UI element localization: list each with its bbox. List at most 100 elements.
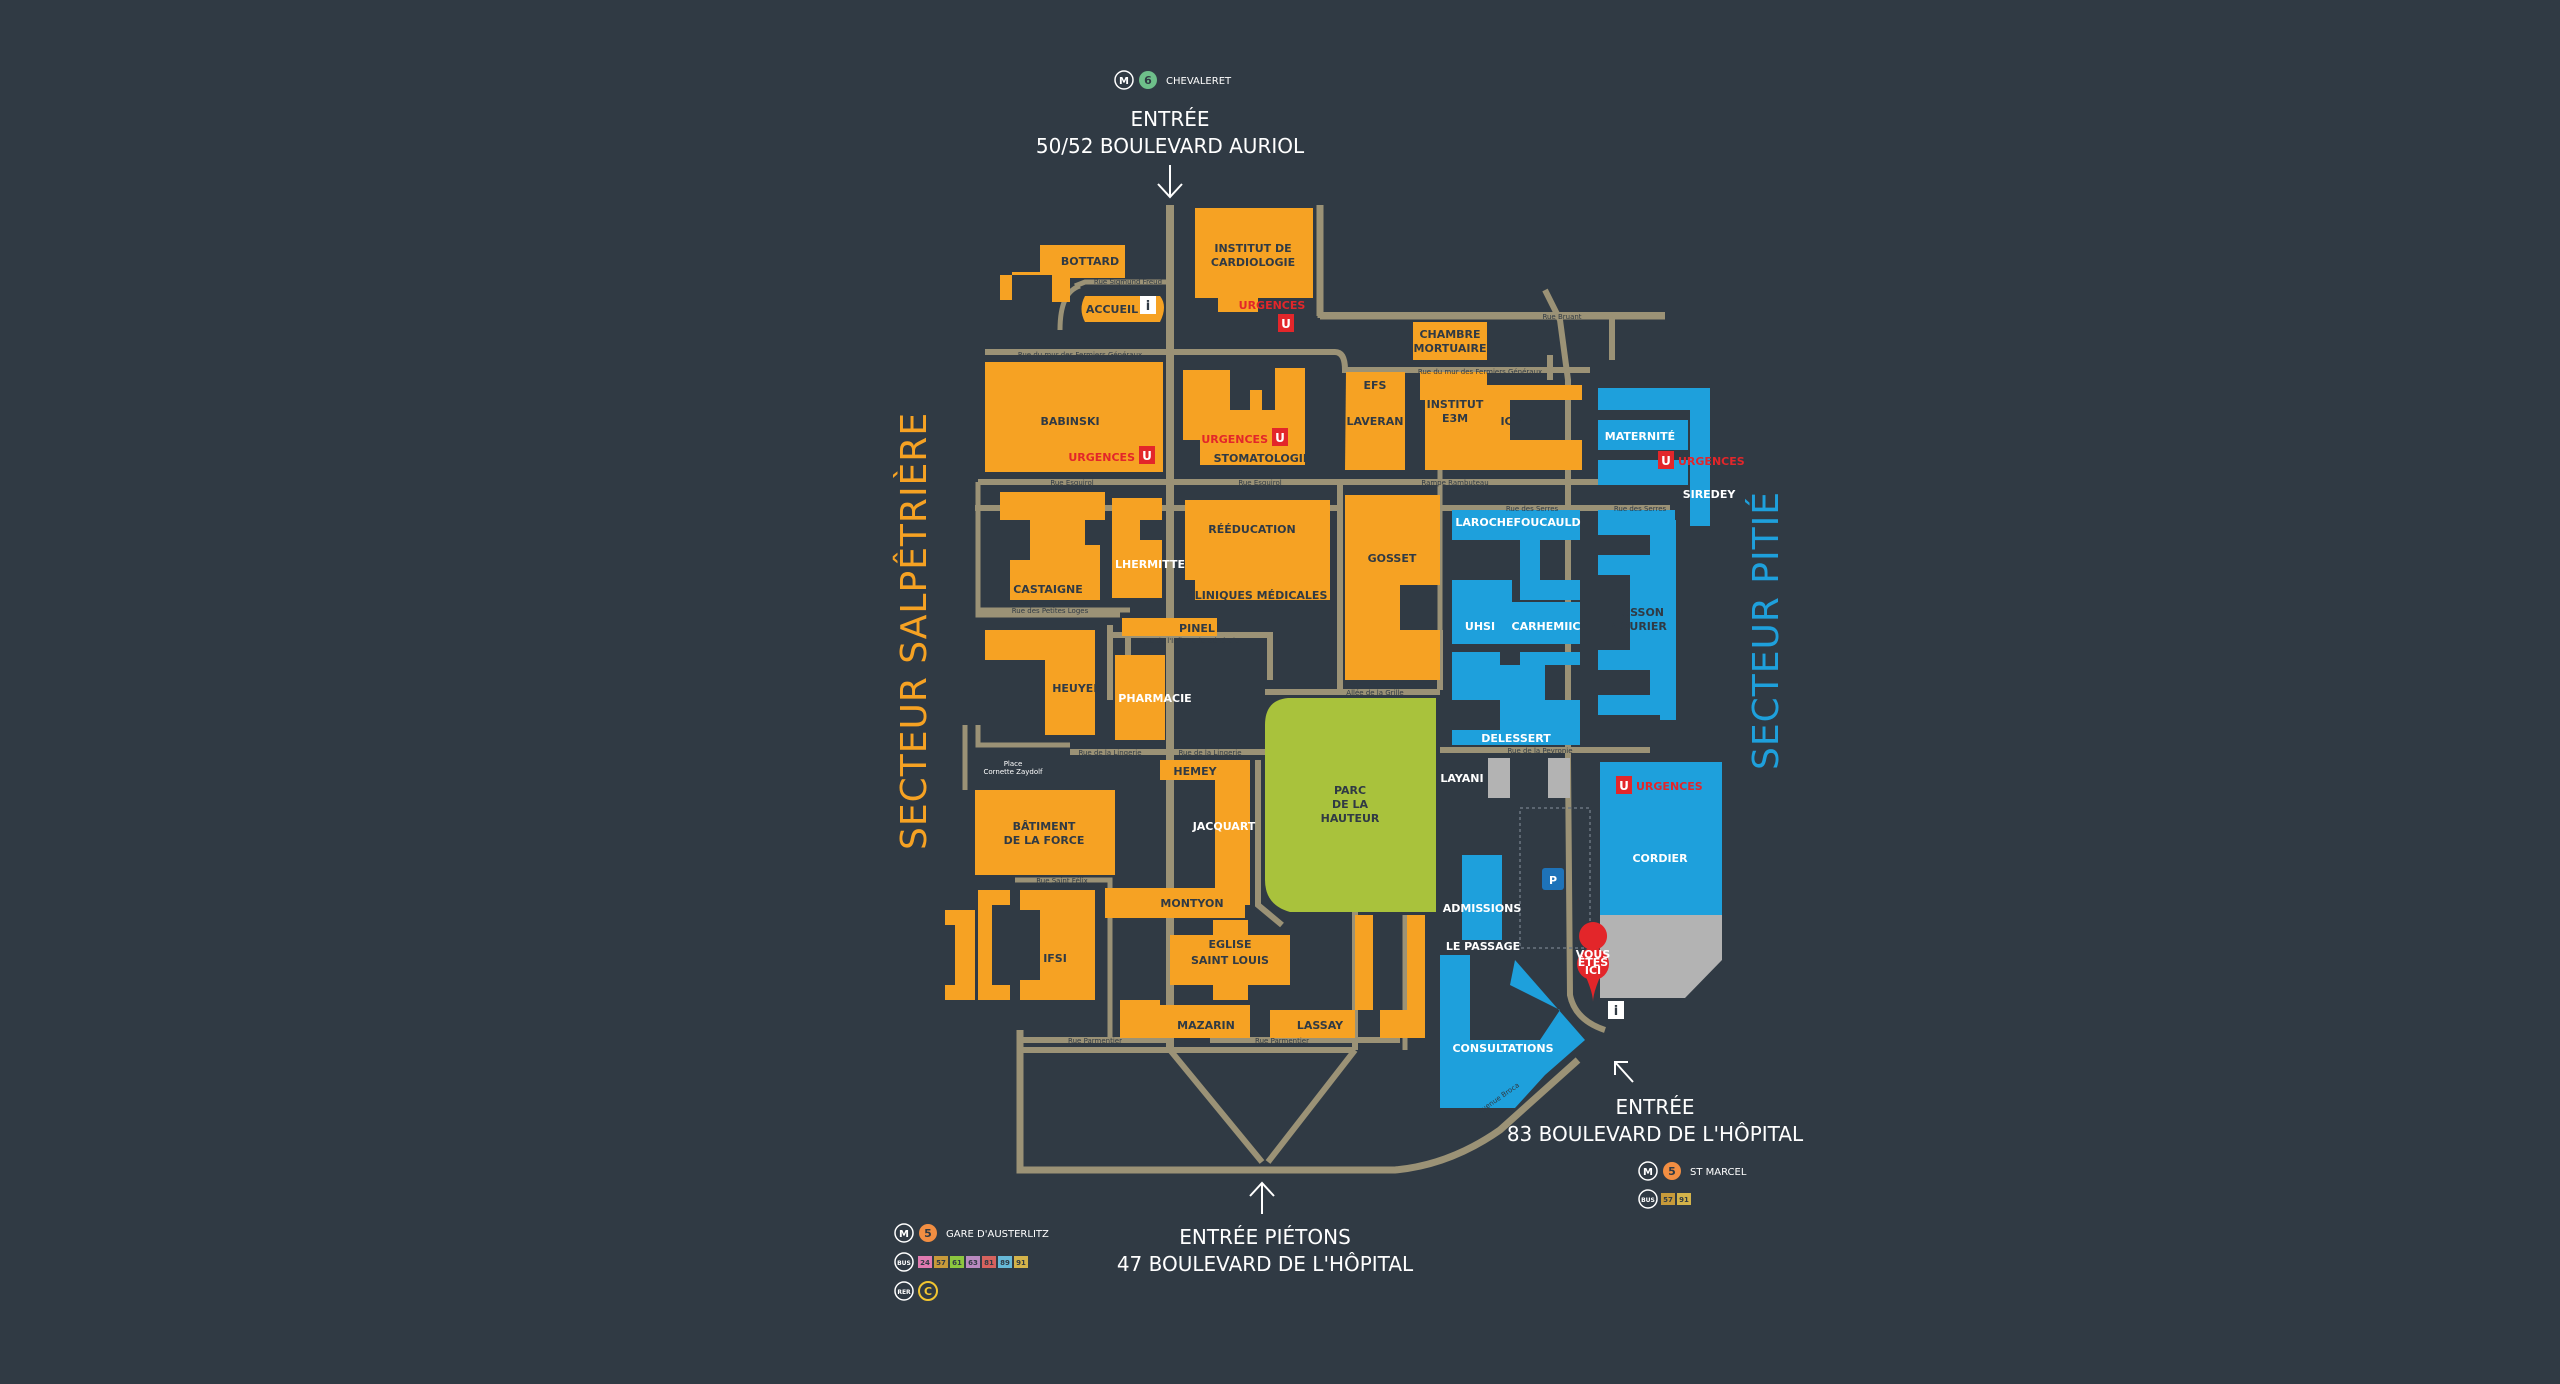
bus-91-icon <box>1677 1193 1691 1205</box>
info-icon-accueil-text: i <box>1146 299 1150 314</box>
building-force[interactable] <box>975 790 1115 875</box>
entrance-right[interactable]: ENTRÉE 83 BOULEVARD DE L'HÔPITAL <box>1507 1061 1804 1146</box>
building-cordier-annex <box>1600 915 1722 998</box>
building-chambre-mortuaire[interactable] <box>1413 322 1487 360</box>
building-maternite-wing[interactable] <box>1598 420 1688 450</box>
bus-57-icon <box>1661 1193 1675 1205</box>
urgences-badge-text-1: U <box>1281 317 1291 331</box>
salpetriere-buildings <box>945 208 1582 1038</box>
place-cornette-1: Place <box>1004 760 1023 768</box>
entrance-bottom[interactable]: ENTRÉE PIÉTONS 47 BOULEVARD DE L'HÔPITAL <box>1117 1181 1414 1276</box>
bus-bottom-0: 24 <box>920 1259 930 1267</box>
label-cliniques: CLINIQUES MÉDICALES <box>1187 589 1328 602</box>
urgences-label-stomatologie: URGENCES <box>1201 433 1268 446</box>
building-consultations[interactable] <box>1440 955 1585 1108</box>
building-husson-mourier[interactable] <box>1598 510 1675 715</box>
building-heuyer[interactable] <box>985 630 1095 735</box>
urgences-label-cordier: URGENCES <box>1636 780 1703 793</box>
building-delessert[interactable] <box>1452 652 1580 745</box>
entrance-top[interactable]: ENTRÉE 50/52 BOULEVARD AURIOL <box>1036 107 1305 199</box>
bus-right-1: 91 <box>1679 1196 1689 1204</box>
building-labels: BOTTARD ACCUEIL INSTITUT DE CARDIOLOGIE … <box>1004 242 1737 1055</box>
building-larochefoucauld[interactable] <box>1452 510 1580 600</box>
info-icon-accueil[interactable] <box>1140 296 1156 314</box>
urgences-badge-text-3: U <box>1275 431 1285 445</box>
building-strip-3 <box>1380 1010 1425 1038</box>
building-montyon[interactable] <box>1105 888 1245 918</box>
bus-57-icon-b <box>934 1256 948 1268</box>
parking-icon[interactable] <box>1542 868 1564 890</box>
building-layani-1 <box>1488 758 1510 798</box>
building-jacquart[interactable] <box>1130 760 1250 905</box>
label-chambre-2: MORTUAIRE <box>1414 342 1487 355</box>
you-are-here-marker[interactable]: VOUS ÊTES ICI <box>1576 922 1611 1002</box>
entrance-right-line1: ENTRÉE <box>1616 1095 1695 1119</box>
building-maternite-wing2[interactable] <box>1598 460 1688 485</box>
sector-salpetriere-label: SECTEUR SALPÊTRIÈRE <box>893 412 935 850</box>
street-serres-1: Rue des Serres <box>1506 505 1559 513</box>
building-gosset[interactable] <box>1345 495 1440 680</box>
building-west-annex <box>978 890 1010 1000</box>
urgences-badge-stomatologie[interactable] <box>1272 428 1288 446</box>
metro-label-right: M <box>1643 1167 1653 1178</box>
label-admissions: ADMISSIONS <box>1443 902 1522 915</box>
building-laveran[interactable] <box>1345 372 1405 470</box>
building-icm[interactable] <box>1487 385 1582 470</box>
building-reeducation[interactable] <box>1185 500 1330 600</box>
urgences-badge-babinski[interactable] <box>1139 446 1155 464</box>
building-castaigne[interactable] <box>1000 492 1105 600</box>
building-bottard[interactable] <box>1000 245 1125 302</box>
building-eglise-saint-louis[interactable] <box>1170 920 1290 1000</box>
bus-61-icon <box>950 1256 964 1268</box>
parc-label-1: PARC <box>1334 784 1366 797</box>
building-lhermitte[interactable] <box>1112 498 1162 598</box>
metro-line-bottom: 5 <box>924 1227 932 1240</box>
building-babinski[interactable] <box>985 362 1163 472</box>
parc-label-3: HAUTEUR <box>1321 812 1380 825</box>
building-pharmacie[interactable] <box>1115 655 1165 740</box>
building-admissions[interactable] <box>1462 855 1502 940</box>
entrance-top-line2: 50/52 BOULEVARD AURIOL <box>1036 134 1305 158</box>
building-lassay[interactable] <box>1270 1010 1355 1038</box>
bus-label-bottom: BUS <box>897 1260 911 1267</box>
label-chambre-1: CHAMBRE <box>1419 328 1480 341</box>
street-peyronie: Rue de la Peyronie <box>1507 747 1572 755</box>
label-eglise-1: EGLISE <box>1208 938 1251 951</box>
urgences-badge-maternite[interactable] <box>1658 451 1674 469</box>
label-gosset: GOSSET <box>1368 552 1417 565</box>
street-saint-felix: Rue Saint Félix <box>1036 877 1088 885</box>
label-stomatologie: STOMATOLOGIE <box>1214 452 1311 465</box>
building-institut-cardiologie[interactable] <box>1195 208 1313 312</box>
street-lingerie-1: Rue de la Lingerie <box>1078 749 1141 757</box>
building-layani-2 <box>1548 758 1570 798</box>
parc-label-2: DE LA <box>1332 798 1368 811</box>
bus-label-right: BUS <box>1641 1197 1655 1204</box>
building-husson-east <box>1660 520 1676 720</box>
label-mazarin: MAZARIN <box>1177 1019 1235 1032</box>
urgences-badge-text-2: U <box>1142 449 1152 463</box>
label-lassay: LASSAY <box>1297 1019 1344 1032</box>
label-reeducation: RÉÉDUCATION <box>1208 523 1295 536</box>
building-siredey[interactable] <box>1690 490 1710 526</box>
bus-24-icon <box>918 1256 932 1268</box>
building-institut-e3m[interactable] <box>1420 372 1487 470</box>
building-ifsi[interactable] <box>1020 890 1095 1000</box>
street-serres-2: Rue des Serres <box>1614 505 1667 513</box>
label-pharmacie: PHARMACIE <box>1118 692 1191 705</box>
transport-bottom-left: M 5 GARE D'AUSTERLITZ BUS 24 57 61 63 81… <box>894 1223 1049 1301</box>
building-mazarin[interactable] <box>1160 1005 1250 1038</box>
urgences-badge-cardiologie[interactable] <box>1278 314 1294 332</box>
you-are-here-3: ICI <box>1585 964 1601 977</box>
building-stomatologie[interactable] <box>1183 368 1305 465</box>
street-esquirol-1: Rue Esquirol <box>1050 479 1093 487</box>
metro-icon-right <box>1638 1161 1658 1181</box>
info-icon-entrance[interactable] <box>1608 1001 1624 1019</box>
building-ifsi-annex[interactable] <box>945 910 975 1000</box>
building-pinel[interactable] <box>1122 618 1217 636</box>
building-cordier[interactable] <box>1600 762 1722 915</box>
entrance-bottom-line1: ENTRÉE PIÉTONS <box>1179 1225 1351 1249</box>
label-cordier: CORDIER <box>1632 852 1688 865</box>
urgences-label-babinski: URGENCES <box>1068 451 1135 464</box>
building-uhsi[interactable] <box>1452 602 1580 644</box>
urgences-badge-cordier[interactable] <box>1616 776 1632 794</box>
